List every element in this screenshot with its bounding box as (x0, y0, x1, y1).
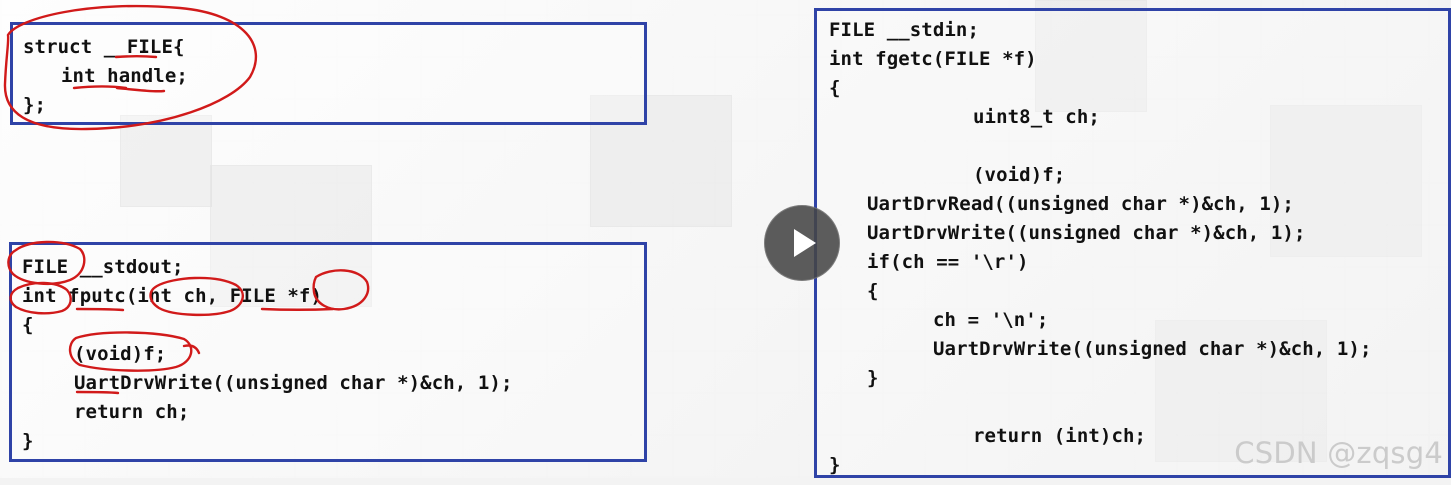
code-line: } (867, 367, 879, 389)
code-line: FILE __stdout; (22, 256, 184, 278)
code-line: { (867, 280, 879, 302)
code-line (829, 132, 1436, 161)
background-tile (1270, 105, 1422, 257)
code-line: }; (23, 94, 47, 116)
code-line: if(ch == '\r') (867, 251, 1029, 273)
code-line: int handle; (61, 65, 188, 87)
code-line: UartDrvWrite((unsigned char *)&ch, 1); (74, 372, 513, 394)
code-line: UartDrvRead((unsigned char *)&ch, 1); (867, 193, 1294, 215)
code-line: { (829, 77, 841, 99)
code-line: struct __FILE{ (23, 36, 185, 58)
background-tile (1035, 0, 1147, 112)
code-line: ch = '\n'; (933, 309, 1049, 331)
code-line: return ch; (74, 401, 190, 423)
watermark-text: CSDN @zqsg4 (1234, 436, 1443, 470)
code-line (829, 393, 1436, 422)
code-line: } (22, 430, 34, 452)
code-block-fgetc: FILE __stdin;int fgetc(FILE *f) { uint8_t … (817, 11, 1448, 485)
background-tile (120, 115, 212, 207)
code-line: UartDrvWrite((unsigned char *)&ch, 1); (933, 338, 1372, 360)
code-line: { (22, 314, 34, 336)
code-line: (void)f; (74, 343, 167, 365)
code-line: } (829, 454, 841, 476)
code-line: FILE __stdin; (829, 19, 980, 41)
background-tile (590, 95, 732, 227)
background-tile (1155, 320, 1327, 462)
play-icon (794, 229, 816, 257)
code-line: uint8_t ch; (973, 106, 1100, 128)
code-line: int fputc(int ch, FILE *f) (22, 285, 323, 307)
code-block-fputc: FILE __stdout;int fputc(int ch, FILE *f)… (12, 245, 644, 464)
code-panel-file-struct: struct __FILE{int handle;}; (10, 22, 647, 125)
code-line: UartDrvWrite((unsigned char *)&ch, 1); (867, 222, 1306, 244)
code-panel-fputc: FILE __stdout;int fputc(int ch, FILE *f)… (9, 242, 647, 462)
code-line: (void)f; (973, 164, 1066, 186)
play-button[interactable] (764, 205, 840, 281)
code-line: return (int)ch; (973, 425, 1147, 447)
code-line: int fgetc(FILE *f) (829, 48, 1037, 70)
code-block-file-struct: struct __FILE{int handle;}; (13, 25, 644, 128)
code-panel-fgetc: FILE __stdin;int fgetc(FILE *f) { uint8_t … (814, 8, 1451, 478)
